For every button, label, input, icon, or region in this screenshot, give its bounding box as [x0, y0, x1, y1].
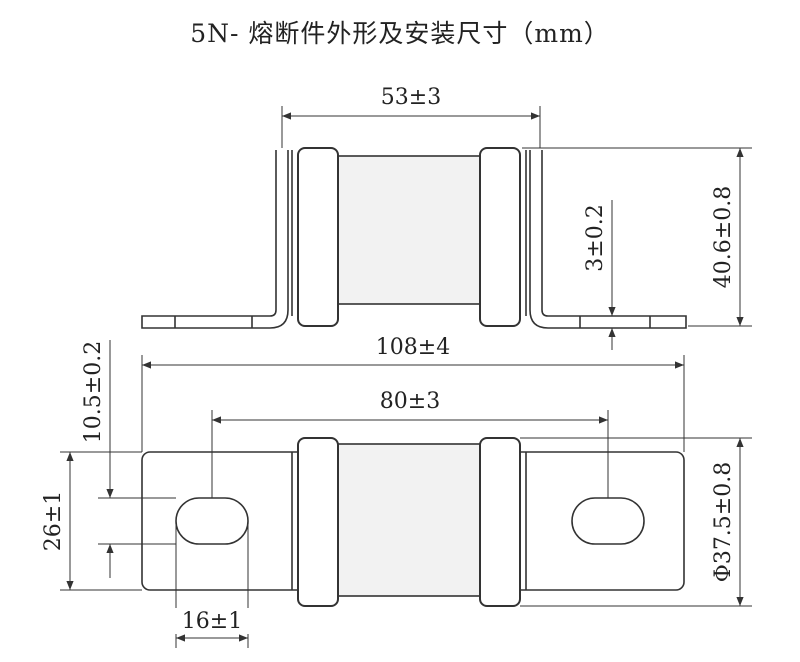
side-body: [329, 155, 483, 305]
side-left-cap: [297, 147, 339, 327]
top-right-cap: [479, 437, 521, 607]
label-slot-length: 16±1: [182, 609, 242, 634]
dim-top-width: [281, 106, 541, 148]
dim-body-diameter: [520, 437, 752, 607]
left-terminal-bend: [141, 150, 289, 329]
label-overall-length: 108±4: [376, 335, 450, 360]
right-slot: [571, 497, 645, 545]
label-height: 40.6±0.8: [711, 186, 736, 288]
dim-tab-width: [60, 451, 142, 591]
dim-slot-height: [98, 340, 176, 578]
side-view: [141, 147, 687, 329]
top-left-cap: [297, 437, 339, 607]
label-thickness: 3±0.2: [583, 204, 608, 271]
label-body-diameter: Φ37.5±0.8: [711, 462, 736, 582]
side-right-cap: [479, 147, 521, 327]
dim-height: [522, 147, 752, 327]
right-terminal-bend: [529, 150, 687, 329]
dim-hole-spacing: [211, 410, 609, 498]
label-hole-spacing: 80±3: [380, 389, 440, 414]
left-slot: [175, 497, 249, 545]
label-tab-width: 26±1: [41, 491, 66, 551]
dim-overall-length: [141, 355, 685, 452]
diagram-title: 5N- 熔断件外形及安装尺寸（mm）: [190, 19, 610, 48]
label-top-width: 53±3: [381, 85, 441, 110]
top-view: [141, 437, 685, 607]
label-slot-height: 10.5±0.2: [81, 341, 106, 443]
top-body: [329, 443, 483, 597]
